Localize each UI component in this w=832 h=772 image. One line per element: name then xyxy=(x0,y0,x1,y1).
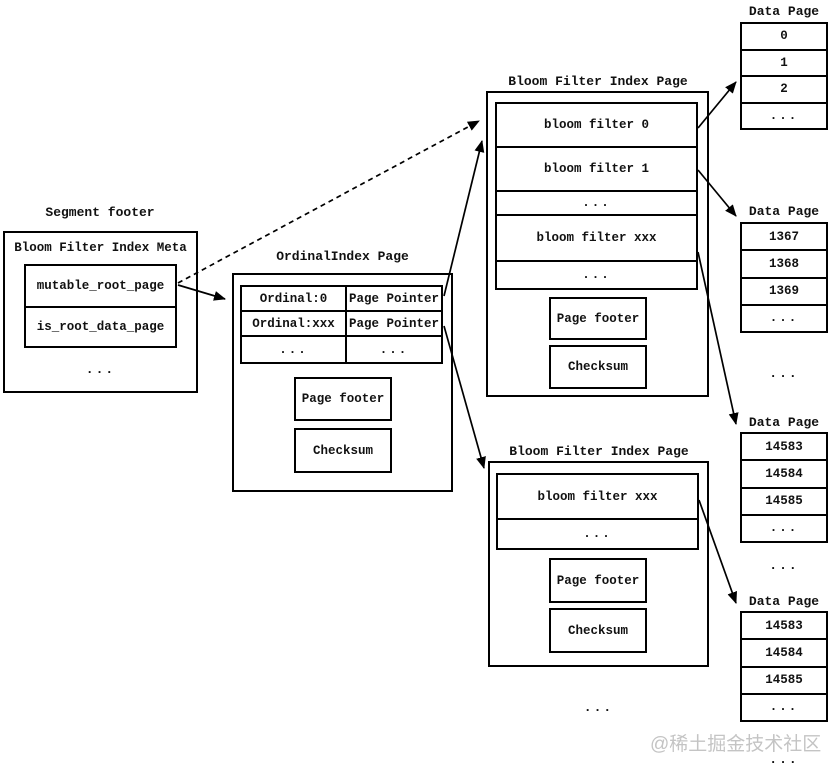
segment-footer-ellipsis: ... xyxy=(85,362,116,377)
bloom-filter-row: bloom filter 0 xyxy=(497,104,696,148)
more-bloom-pages-ellipsis: ... xyxy=(583,700,614,715)
data-page-title: Data Page xyxy=(748,594,820,609)
data-page-row: 14584 xyxy=(742,640,826,668)
bloom-index-page-bottom-title: Bloom Filter Index Page xyxy=(509,444,689,459)
data-page-row-ellipsis: ... xyxy=(769,700,799,715)
data-page-row: 1 xyxy=(742,51,826,77)
data-page-row: 14585 xyxy=(742,668,826,695)
more-data-pages-ellipsis: ... xyxy=(769,752,799,767)
data-page-row: 2 xyxy=(742,77,826,104)
bloom-top-checksum-box: Checksum xyxy=(549,345,647,389)
ordinal-checksum-box: Checksum xyxy=(294,428,392,473)
data-page-row-ellipsis: ... xyxy=(769,311,799,326)
bloom-filter-index-meta-label: Bloom Filter Index Meta xyxy=(14,241,187,255)
bloom-filter-row: bloom filter 1 xyxy=(497,148,696,192)
data-page-title: Data Page xyxy=(748,204,820,219)
bloom-filter-row-ellipsis: ... xyxy=(583,527,612,541)
data-page-row: 1368 xyxy=(742,251,826,279)
page-pointer-cell: Page Pointer xyxy=(348,316,439,331)
field-is-root-data-page: is_root_data_page xyxy=(36,320,165,334)
data-page-row: 1369 xyxy=(742,279,826,306)
bloom-filter-row-ellipsis: ... xyxy=(497,192,696,216)
bloom-bottom-checksum-box: Checksum xyxy=(549,608,647,653)
table-row: Ordinal:0 Page Pointer xyxy=(242,287,441,312)
data-page-2: 1367 1368 1369 ... xyxy=(740,222,828,333)
bloom-bottom-page-footer-box: Page footer xyxy=(549,558,647,603)
field-mutable-root-page: mutable_root_page xyxy=(26,266,175,308)
data-page-row: 0 xyxy=(742,24,826,51)
bloom-index-page-top-title: Bloom Filter Index Page xyxy=(508,74,688,89)
bloom-filter-list-bottom: bloom filter xxx ... xyxy=(496,473,699,550)
data-page-row: 14584 xyxy=(742,461,826,489)
data-page-row-ellipsis: ... xyxy=(769,521,799,536)
data-page-row: 14583 xyxy=(742,434,826,462)
table-row: ... ... xyxy=(242,337,441,362)
segment-footer-title: Segment footer xyxy=(45,205,155,220)
data-page-row: 1367 xyxy=(742,224,826,252)
bloom-filter-row-ellipsis: ... xyxy=(582,268,611,282)
data-page-4: 14583 14584 14585 ... xyxy=(740,611,828,722)
data-page-3: 14583 14584 14585 ... xyxy=(740,432,828,543)
data-page-1: 0 1 2 ... xyxy=(740,22,828,130)
more-data-pages-ellipsis: ... xyxy=(769,558,799,573)
bloom-top-page-footer-box: Page footer xyxy=(549,297,647,340)
ordinal-cell: Ordinal:0 xyxy=(242,287,347,310)
bloom-filter-row: bloom filter xxx xyxy=(497,216,696,262)
ordinal-cell: Ordinal:xxx xyxy=(242,312,347,335)
ordinal-page-footer-box: Page footer xyxy=(294,377,392,421)
data-page-row: 14585 xyxy=(742,489,826,516)
ordinal-index-table: Ordinal:0 Page Pointer Ordinal:xxx Page … xyxy=(240,285,443,364)
data-page-row: 14583 xyxy=(742,613,826,641)
watermark: @稀土掘金技术社区 xyxy=(650,734,822,755)
page-pointer-cell: Page Pointer xyxy=(348,291,439,306)
page-pointer-cell: ... xyxy=(379,342,409,357)
segment-footer-fields: mutable_root_page is_root_data_page xyxy=(24,264,177,348)
ordinal-index-title: OrdinalIndex Page xyxy=(276,249,409,264)
data-page-title: Data Page xyxy=(748,4,820,19)
bloom-filter-row: bloom filter xxx xyxy=(498,475,697,520)
more-data-pages-ellipsis: ... xyxy=(769,366,799,381)
bloom-filter-list-top: bloom filter 0 bloom filter 1 ... bloom … xyxy=(495,102,698,290)
data-page-row-ellipsis: ... xyxy=(769,108,799,123)
data-page-title: Data Page xyxy=(748,415,820,430)
table-row: Ordinal:xxx Page Pointer xyxy=(242,312,441,337)
ordinal-cell: ... xyxy=(242,337,347,362)
